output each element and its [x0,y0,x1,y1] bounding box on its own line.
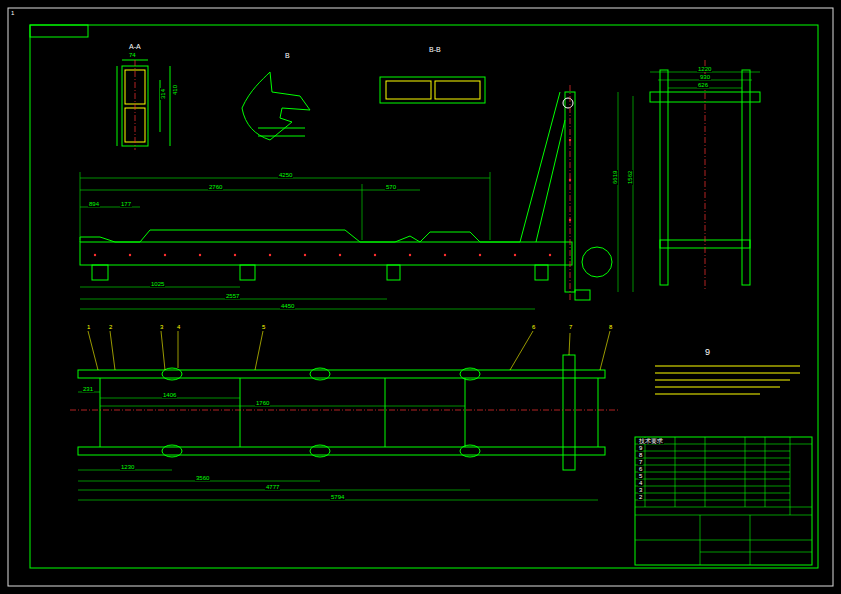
drawing-label: 5 [261,324,266,330]
drawing-label: 8 [638,452,643,458]
drawing-label: 626 [697,82,709,88]
drawing-label: 74 [128,52,137,58]
drawing-label: 894 [88,201,100,207]
drawing-label: 6 [638,466,643,472]
drawing-label: B-B [428,46,442,53]
drawing-label: 9 [638,445,643,451]
drawing-label: 3560 [195,475,210,481]
drawing-label: 1 [86,324,91,330]
drawing-label: 2 [108,324,113,330]
drawing-label: 2 [638,494,643,500]
drawing-label: 3 [159,324,164,330]
drawing-label: 3 [638,487,643,493]
drawing-label: 1025 [150,281,165,287]
drawing-label: 2557 [225,293,240,299]
drawing-label: 技术要求 [638,438,664,444]
drawing-label: 314 [160,88,166,100]
drawing-label: 7 [638,459,643,465]
drawing-label: 570 [385,184,397,190]
drawing-label: 4 [176,324,181,330]
drawing-label: 1406 [162,392,177,398]
drawing-label: 4450 [280,303,295,309]
drawing-label: 4 [638,480,643,486]
drawing-label: 1220 [697,66,712,72]
drawing-label: 930 [699,74,711,80]
drawing-label: 1230 [120,464,135,470]
drawing-label: 4250 [278,172,293,178]
drawing-label: 2760 [208,184,223,190]
drawing-label: 5794 [330,494,345,500]
drawing-label: 8 [608,324,613,330]
drawing-label: 5 [638,473,643,479]
drawing-label: B [284,52,291,59]
drawing-label: 6 [531,324,536,330]
drawing-label: 6619 [612,170,618,185]
drawing-label: 4777 [265,484,280,490]
drawing-label: 7 [568,324,573,330]
drawing-label: 1 [10,10,15,16]
drawing-label: A-A [128,43,142,50]
drawing-label: 1760 [255,400,270,406]
drawing-label: 231 [82,386,94,392]
drawing-label: 410 [172,84,178,96]
drawing-label: 177 [120,201,132,207]
drawing-label: 1562 [627,170,633,185]
drawing-label: 9 [704,348,711,357]
